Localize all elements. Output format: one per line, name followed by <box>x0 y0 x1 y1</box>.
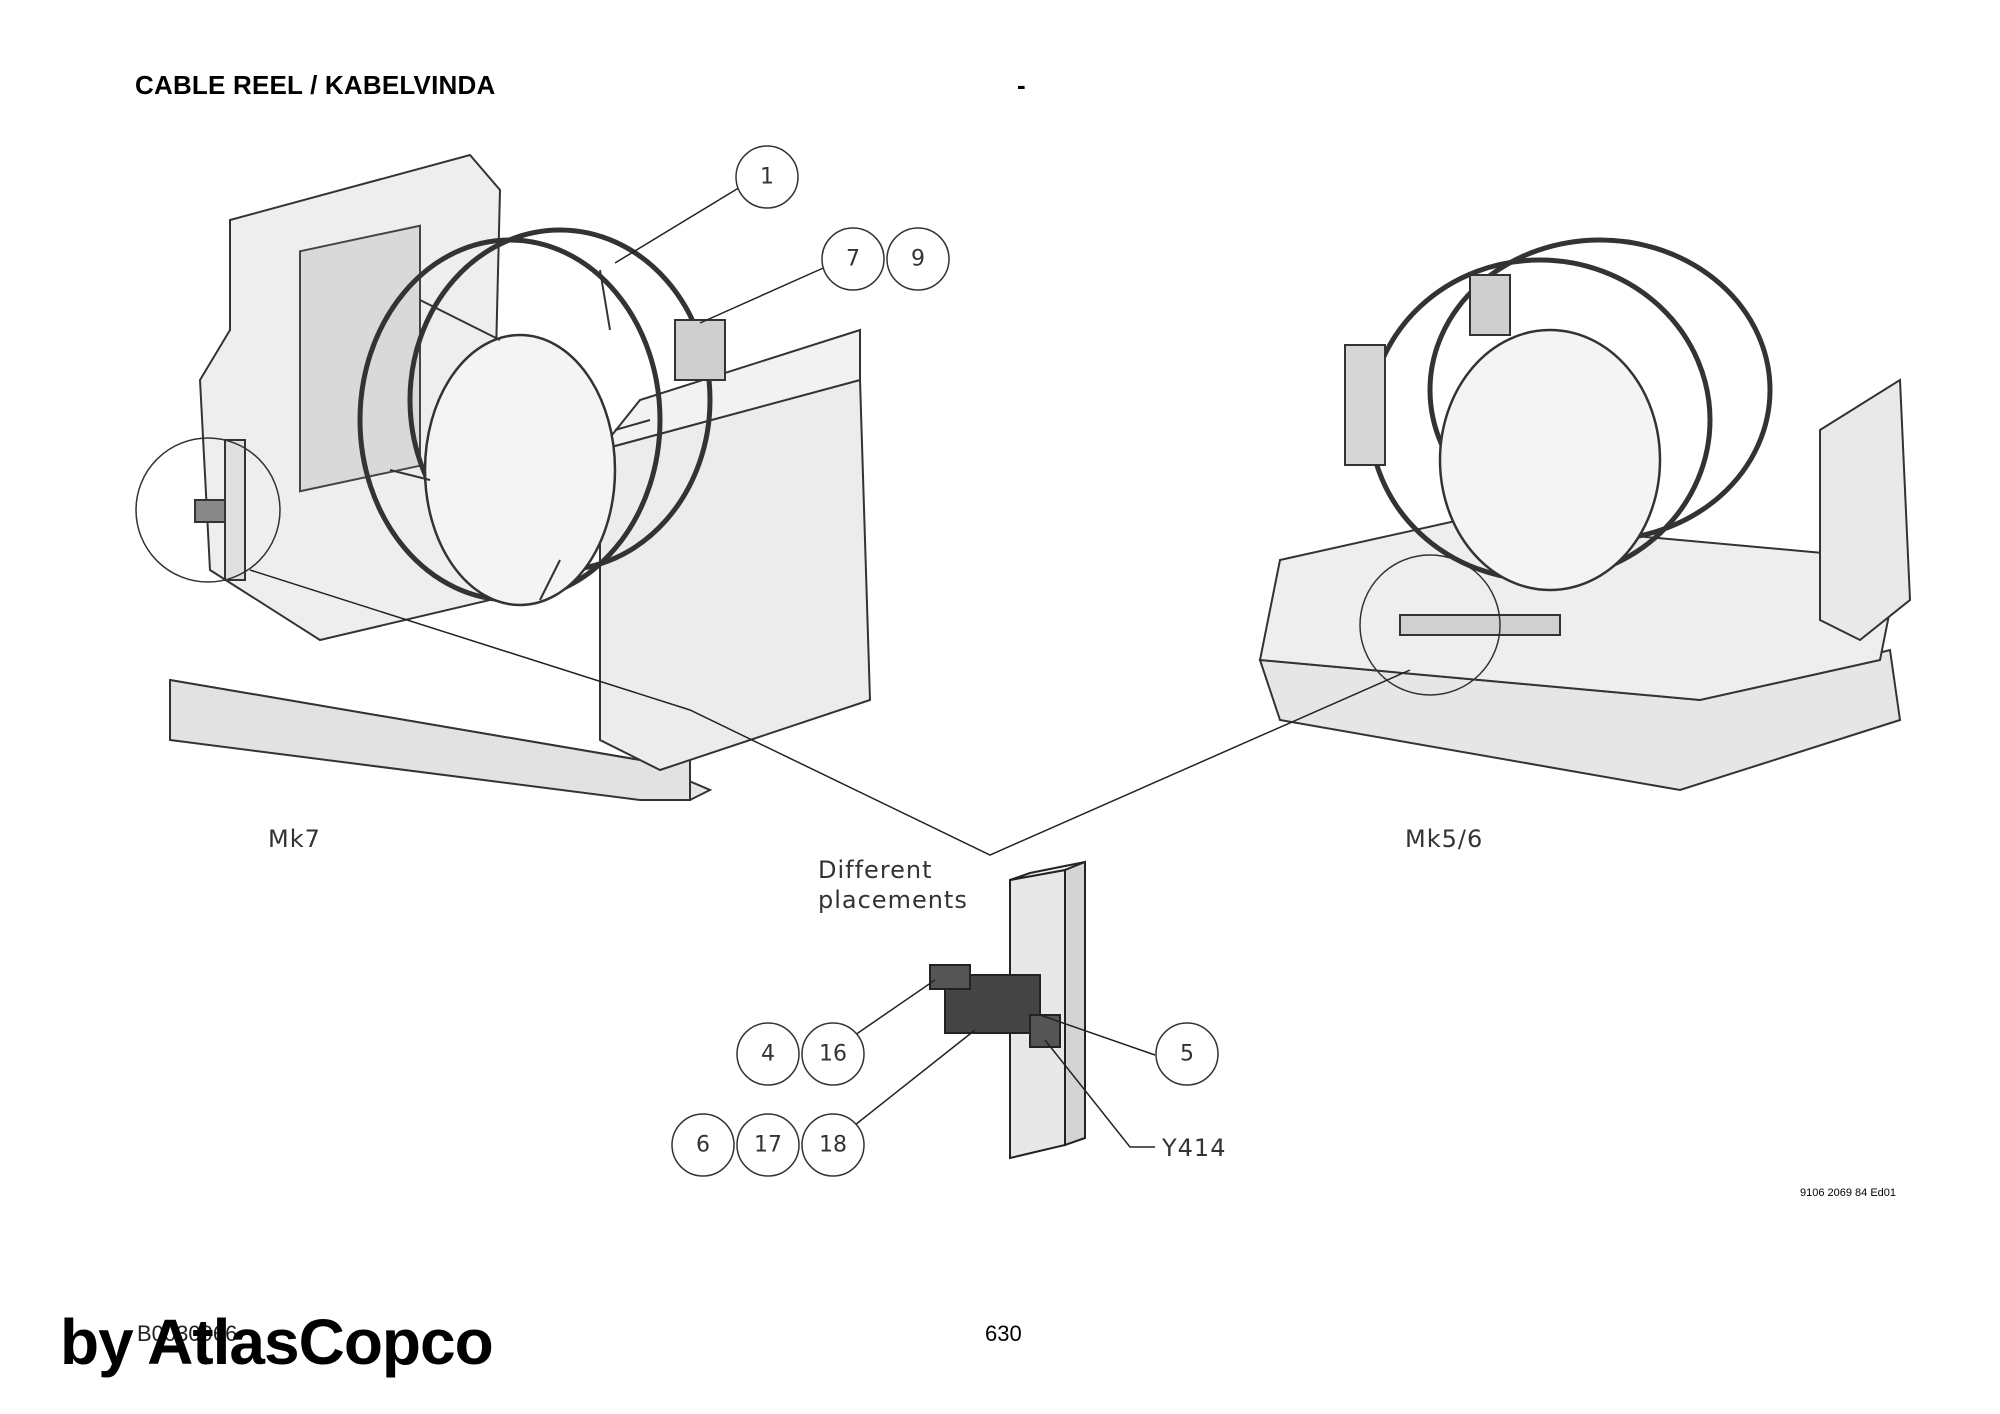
callout-1-label: 1 <box>760 165 774 190</box>
callout-6-label: 6 <box>696 1133 710 1158</box>
leader-lines <box>614 174 1156 1148</box>
callout-16 <box>801 1022 865 1086</box>
view-label-mk7: Mk7 <box>268 825 321 853</box>
y414-label: Y414 <box>1161 1134 1226 1162</box>
callout-18-label: 18 <box>819 1133 847 1158</box>
mk7-machine <box>169 153 872 802</box>
callout-7-label: 7 <box>846 247 860 272</box>
callout-4 <box>736 1022 800 1086</box>
view-label-mk56: Mk5/6 <box>1405 825 1483 853</box>
valve-manifold-detail <box>929 860 1086 1160</box>
detail-circle-mk56 <box>1359 554 1501 696</box>
page-number: 630 <box>985 1321 1022 1346</box>
watermark: by AtlasCopco <box>60 1306 494 1378</box>
callout-1 <box>735 145 799 209</box>
part-number: B0030966 <box>137 1321 238 1346</box>
mk56-machine <box>1258 237 1912 792</box>
placements-note-line1: Different <box>818 856 933 884</box>
callout-7 <box>821 227 885 291</box>
callout-16-label: 16 <box>819 1042 847 1067</box>
callout-17 <box>736 1113 800 1177</box>
title-dash: - <box>1017 70 1026 100</box>
callout-5 <box>1155 1022 1219 1086</box>
detail-circle-mk7 <box>135 437 281 583</box>
callout-9 <box>886 227 950 291</box>
callout-17-label: 17 <box>754 1133 782 1158</box>
callout-9-label: 9 <box>911 247 925 272</box>
callout-18 <box>801 1113 865 1177</box>
placements-note-line2: placements <box>818 886 968 914</box>
callout-6 <box>671 1113 735 1177</box>
callout-4-label: 4 <box>761 1042 775 1067</box>
placement-leader-line <box>249 569 1411 856</box>
document-number: 9106 2069 84 Ed01 <box>1800 1187 1897 1199</box>
page-title: CABLE REEL / KABELVINDA <box>135 70 496 100</box>
callout-5-label: 5 <box>1180 1042 1194 1067</box>
